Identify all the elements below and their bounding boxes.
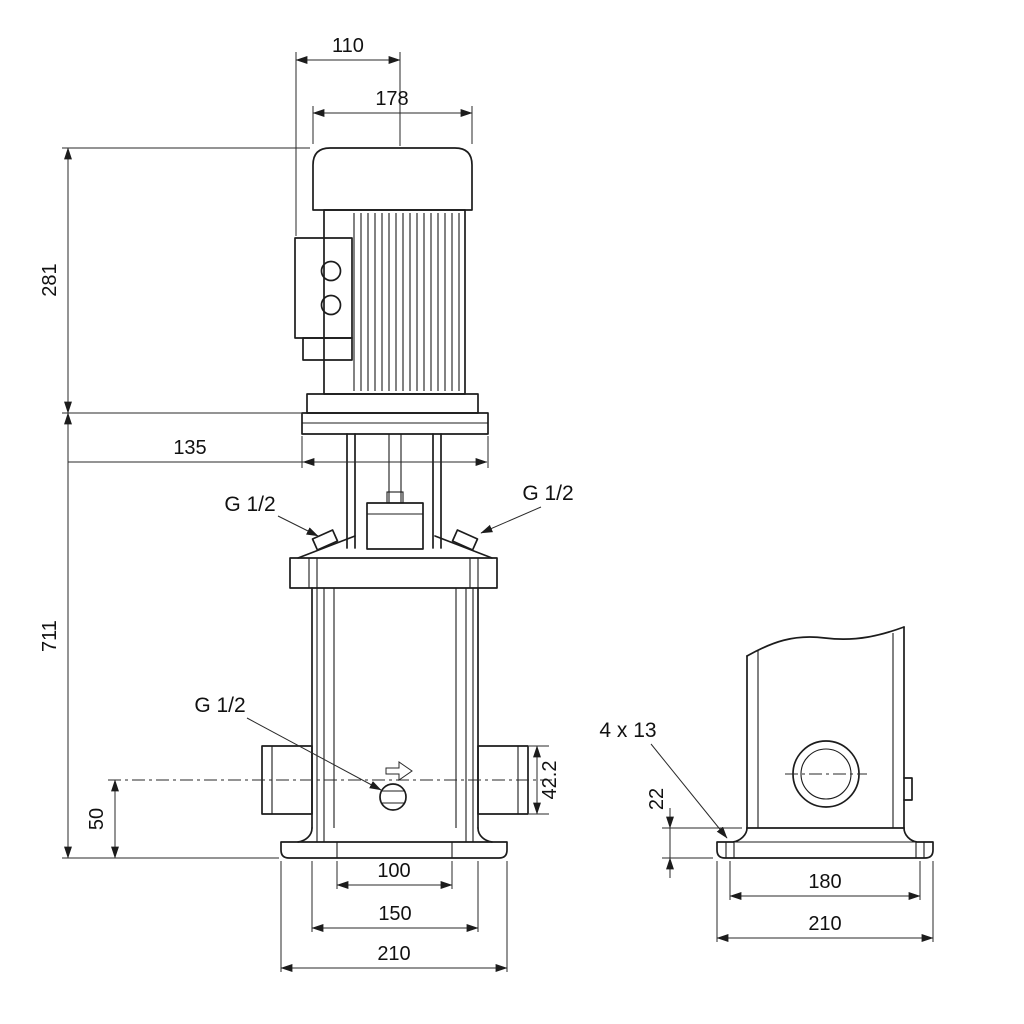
side-view [716,626,934,859]
pump-head [289,529,498,589]
dim-210-side: 210 [808,913,841,935]
pump-cylinder [311,587,479,842]
base [280,827,508,859]
label-plug-right: G 1/2 [522,482,573,505]
label-drain-plug: G 1/2 [194,694,245,717]
coupling-housing [301,412,489,550]
dim-100: 100 [377,860,410,882]
vent-plug-right-shape [451,529,479,551]
dim-110: 110 [332,35,364,57]
front-view [108,147,552,859]
vent-plug-left-shape [311,529,339,551]
flow-direction-arrow-icon [385,761,413,781]
dim-281: 281 [39,263,61,296]
label-plug-left: G 1/2 [224,493,275,516]
dim-150: 150 [378,903,411,925]
dim-210-front: 210 [377,943,410,965]
dim-22: 22 [646,788,668,810]
dimensions: 110 178 281 711 135 G 1/2 G 1/2 G 1/2 [39,35,934,972]
motor-flange [306,393,479,414]
dim-180: 180 [808,871,841,893]
dim-178: 178 [375,88,408,110]
side-port [785,740,867,808]
drain-plug-shape [379,783,407,811]
dim-42-2: 42.2 [539,761,561,800]
dim-711: 711 [39,620,61,652]
side-foot [716,827,934,859]
label-foot-holes: 4 x 13 [599,719,656,742]
motor [312,147,473,395]
dim-135: 135 [173,437,206,459]
side-tab [903,777,913,801]
terminal-box [294,237,353,361]
dim-50: 50 [86,808,108,830]
break-line [746,626,905,657]
